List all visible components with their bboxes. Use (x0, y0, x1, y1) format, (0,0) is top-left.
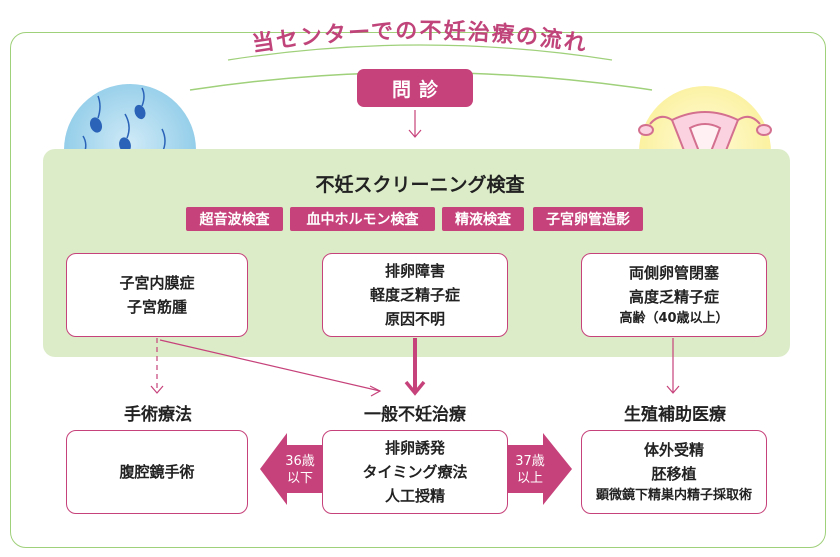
treatment-label-general: 一般不妊治療 (364, 405, 466, 425)
diagnosis-box-left: 子宮内膜症 子宮筋腫 (66, 253, 248, 337)
treatment-label-art: 生殖補助医療 (624, 405, 726, 425)
monshin-box: 問診 (357, 69, 473, 107)
diagnosis-right-line: 高齢（40歳以上） (619, 310, 729, 326)
treatment-label-surgery: 手術療法 (124, 405, 192, 425)
treatment-art-item: 顕微鏡下精巣内精子採取術 (595, 487, 752, 503)
diagnosis-box-center: 排卵障害 軽度乏精子症 原因不明 (322, 253, 508, 337)
connector-diagonal-arrowhead (369, 385, 382, 397)
arrow-left-qualifier: 以下 (286, 470, 313, 486)
arrow-right-age: 37歳 (515, 454, 545, 469)
diagnosis-right-line: 高度乏精子症 (628, 287, 719, 306)
arrow-right-qualifier: 以上 (516, 470, 543, 486)
arrow-left-label: 36歳 以下 (280, 454, 320, 488)
title-underline (227, 44, 613, 61)
arrow-right-label: 37歳 以上 (510, 454, 550, 488)
treatment-surgery-item: 腹腔鏡手術 (119, 463, 195, 481)
tag-hormone: 血中ホルモン検査 (290, 207, 435, 231)
diagnosis-center-line: 原因不明 (384, 310, 445, 328)
tag-hsg: 子宮卵管造影 (533, 207, 643, 231)
diagnosis-left-line: 子宮内膜症 (119, 274, 195, 292)
screening-title: 不妊スクリーニング検査 (315, 174, 525, 196)
arrow-left-36-under (260, 433, 322, 505)
arrow-monshin-to-screening (408, 110, 422, 138)
outer-frame (10, 32, 826, 548)
treatment-box-surgery: 腹腔鏡手術 (66, 430, 248, 514)
connector-left-arrowhead (150, 385, 164, 394)
tag-ultrasound: 超音波検査 (186, 207, 283, 231)
arrow-left-age: 36歳 (285, 454, 315, 469)
diagnosis-box-right: 両側卵管閉塞 高度乏精子症 高齢（40歳以上） (581, 253, 767, 337)
diagnosis-right-line: 両側卵管閉塞 (628, 263, 719, 282)
connector-left-to-general (159, 339, 381, 392)
treatment-art-item: 体外受精 (643, 440, 704, 459)
treatment-general-item: 人工授精 (384, 487, 445, 505)
connector-right-arrowhead (666, 385, 680, 394)
connector-center-arrowhead (404, 380, 426, 396)
diagnosis-center-line: 軽度乏精子症 (369, 286, 460, 304)
diagnosis-left-line: 子宮筋腫 (126, 298, 187, 316)
treatment-general-item: 排卵誘発 (384, 439, 445, 457)
treatment-art-item: 胚移植 (651, 464, 697, 483)
treatment-box-art: 体外受精 胚移植 顕微鏡下精巣内精子採取術 (581, 430, 767, 514)
treatment-box-general: 排卵誘発 タイミング療法 人工授精 (322, 430, 508, 514)
arrow-right-37-over (508, 433, 572, 505)
treatment-general-item: タイミング療法 (362, 463, 468, 481)
diagnosis-center-line: 排卵障害 (384, 262, 445, 280)
tag-semen: 精液検査 (442, 207, 524, 231)
